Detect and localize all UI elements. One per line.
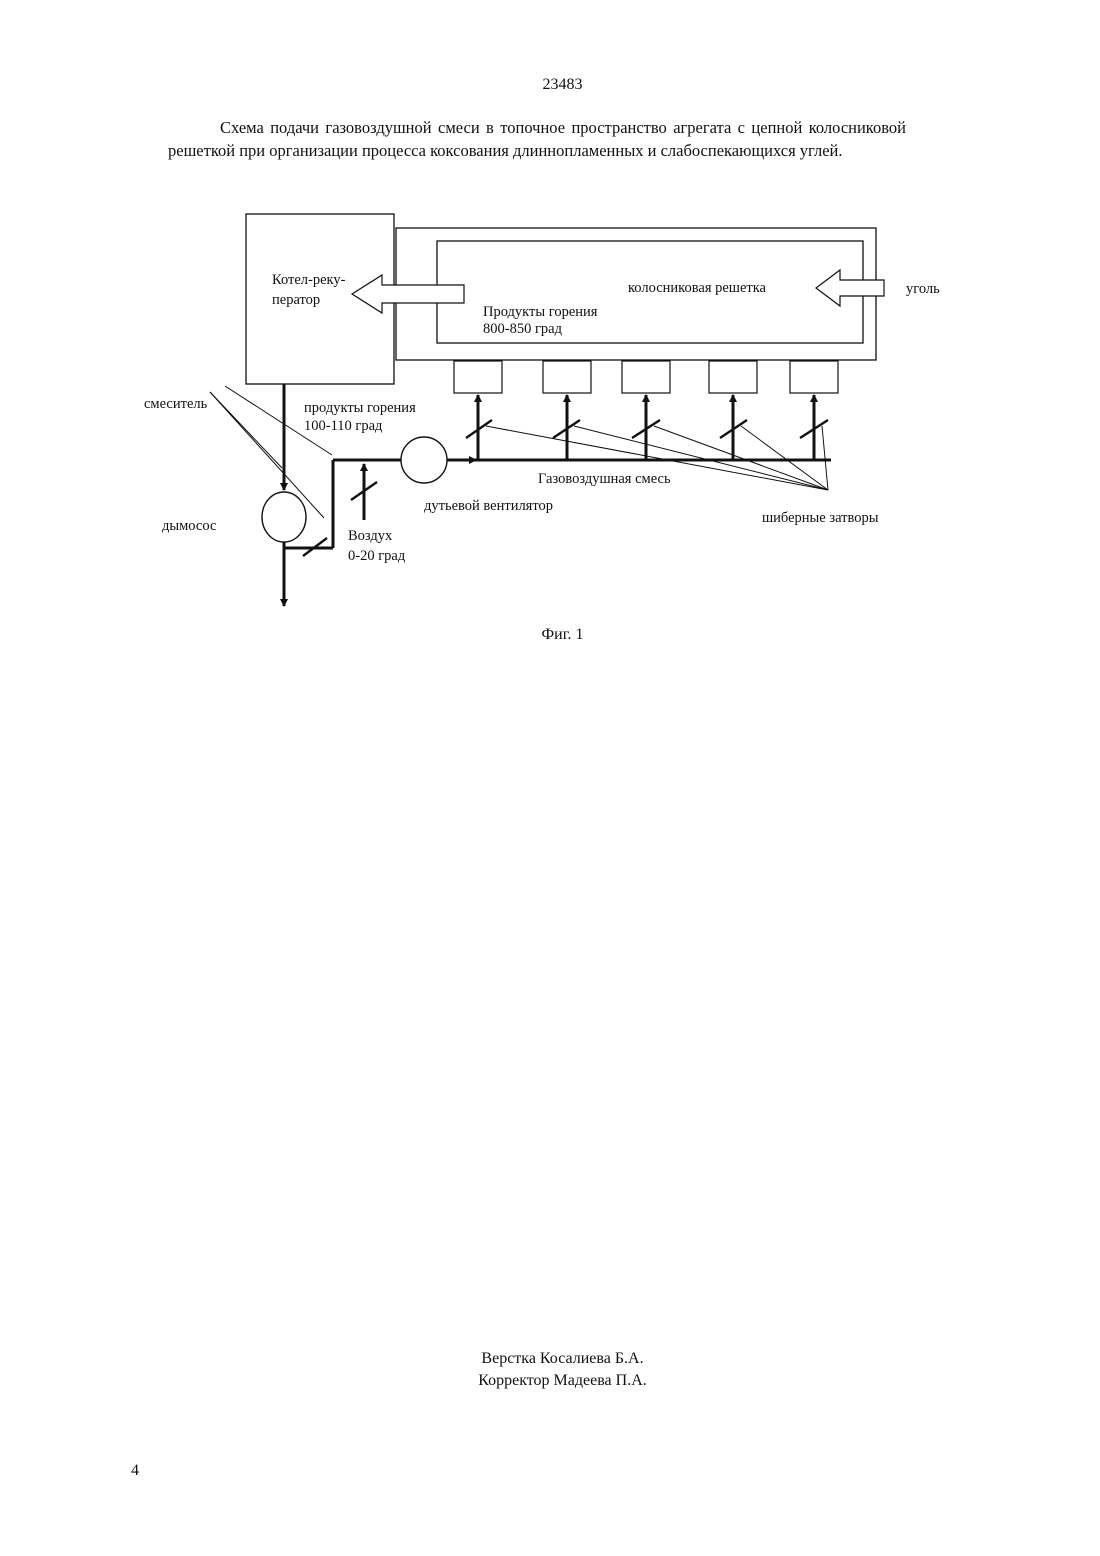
combustion-hot-line2: 800-850 град xyxy=(483,321,563,337)
page-number-bottom: 4 xyxy=(131,1462,139,1480)
air-label-line1: Воздух xyxy=(348,528,393,544)
boiler-label-line1: Котел-реку- xyxy=(272,272,346,288)
air-box-3 xyxy=(622,361,670,393)
coal-label: уголь xyxy=(906,281,940,297)
smoke-exhauster-label: дымосос xyxy=(162,518,216,534)
figure-label: Фиг. 1 xyxy=(0,626,1100,644)
credits-block: Верстка Косалиева Б.А. Корректор Мадеева… xyxy=(0,1348,1100,1392)
combustion-cool-line2: 100-110 град xyxy=(304,418,383,434)
air-label-line2: 0-20 град xyxy=(348,548,406,564)
air-box-5 xyxy=(790,361,838,393)
blower-fan xyxy=(401,437,447,483)
blower-fan-label: дутьевой вентилятор xyxy=(424,498,553,514)
gas-air-mixture-label: Газовоздушная смесь xyxy=(538,471,671,487)
air-box-4 xyxy=(709,361,757,393)
air-box-1 xyxy=(454,361,502,393)
layout-credit: Верстка Косалиева Б.А. xyxy=(0,1348,1100,1370)
grate-label: колосниковая решетка xyxy=(628,280,767,296)
damper-label: шиберные затворы xyxy=(762,510,879,526)
combustion-cool-line1: продукты горения xyxy=(304,400,416,416)
coal-feed-arrow xyxy=(816,270,884,306)
boiler-label-line2: ператор xyxy=(272,292,320,308)
smoke-exhauster xyxy=(262,492,306,542)
air-box-2 xyxy=(543,361,591,393)
mixer-label: смеситель xyxy=(144,396,208,412)
damper-leader-5 xyxy=(822,426,828,490)
proofreader-credit: Корректор Мадеева П.А. xyxy=(0,1370,1100,1392)
hot-gas-arrow xyxy=(352,275,464,313)
combustion-hot-line1: Продукты горения xyxy=(483,304,598,320)
